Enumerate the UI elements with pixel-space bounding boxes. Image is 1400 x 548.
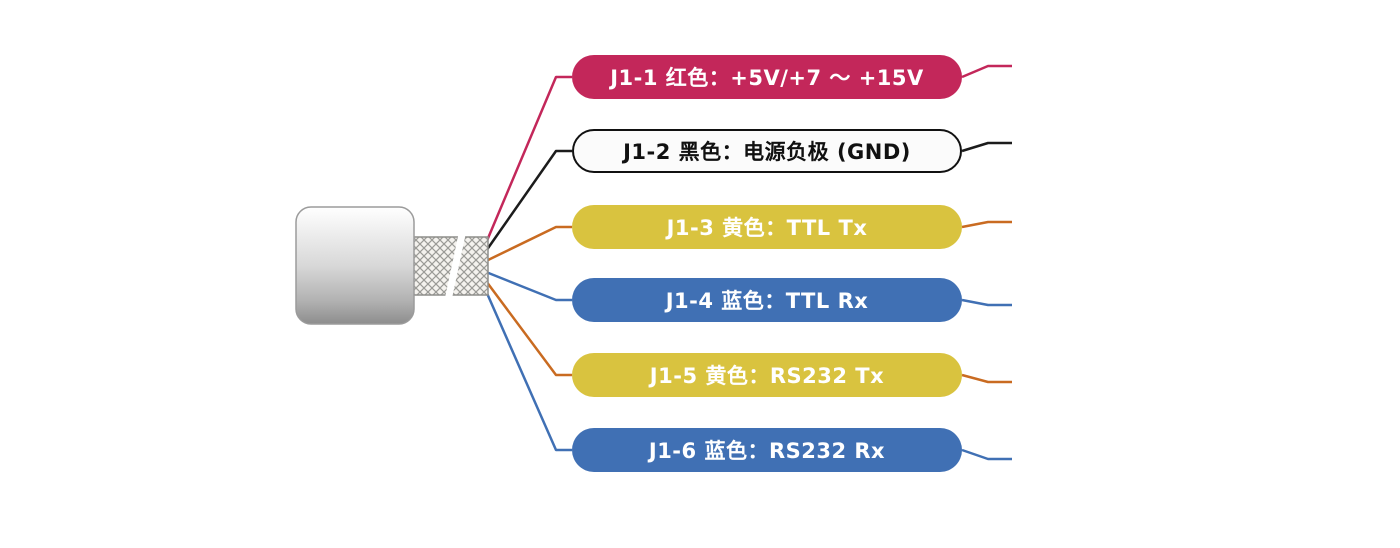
leader-line — [961, 298, 1012, 307]
pin-label-pill: J1-5 黄色：RS232 Tx — [572, 353, 962, 397]
leader-line — [961, 141, 1012, 153]
pin-label-text: J1-2 黑色：电源负极 (GND) — [623, 140, 911, 164]
connector-body — [295, 206, 415, 325]
pin-label-pill: J1-4 蓝色：TTL Rx — [572, 278, 962, 322]
wire-line — [484, 149, 572, 252]
leader-line — [961, 220, 1012, 229]
pin-label-text: J1-3 黄色：TTL Tx — [666, 216, 868, 240]
leader-line — [961, 373, 1012, 384]
wire-line — [484, 75, 572, 244]
pin-label-text: J1-5 黄色：RS232 Tx — [649, 364, 885, 388]
wire-line — [484, 280, 572, 377]
braid-gap — [444, 230, 467, 301]
pin-label-pill: J1-2 黑色：电源负极 (GND) — [572, 129, 962, 173]
wire-line — [485, 270, 572, 302]
wire-line — [484, 290, 572, 452]
pin-label-text: J1-4 蓝色：TTL Rx — [665, 289, 869, 313]
pin-label-pill: J1-1 红色：+5V/+7 ～ +15V — [572, 55, 962, 99]
pin-label-pill: J1-6 蓝色：RS232 Rx — [572, 428, 962, 472]
wire-line — [485, 225, 572, 263]
pin-label-text: J1-1 红色：+5V/+7 ～ +15V — [610, 66, 924, 90]
pin-label-text: J1-6 蓝色：RS232 Rx — [648, 439, 886, 463]
leader-line — [961, 64, 1012, 79]
pin-label-pill: J1-3 黄色：TTL Tx — [572, 205, 962, 249]
leader-line — [961, 448, 1012, 461]
